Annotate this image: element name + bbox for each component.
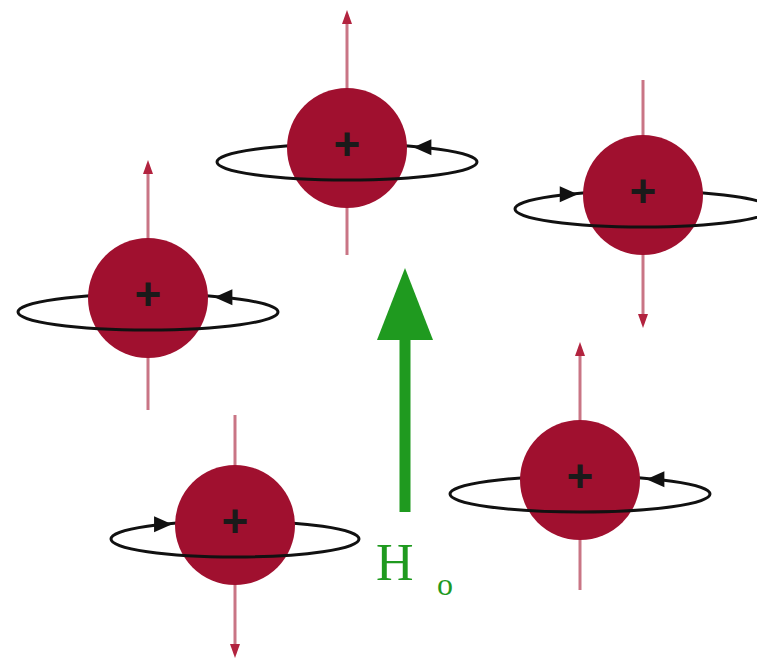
sphere [583,135,703,255]
charge-sign: + [222,498,249,544]
spin-axis [111,415,359,658]
spin-axis [217,10,477,255]
spin-axis [18,160,278,410]
sphere [88,238,208,358]
field-symbol: H [376,537,414,589]
proton-sphere: + [88,238,208,358]
spin-axis [515,80,757,328]
axis-head [143,160,153,174]
axis-head [575,342,585,356]
charge-sign: + [135,271,162,317]
spin-axis [450,342,710,590]
rotation-arrowhead [560,186,578,202]
axis-head [638,314,648,328]
proton-sphere: + [583,135,703,255]
field-arrow-head [377,268,433,340]
rotation-arrowhead [214,289,232,305]
sphere [520,420,640,540]
proton-sphere: + [287,88,407,208]
rotation-arrowhead [413,139,431,155]
sphere [287,88,407,208]
proton-sphere: + [175,465,295,585]
field-arrow-shaft [400,330,411,512]
axis-head [342,10,352,24]
axis-head [230,644,240,658]
charge-sign: + [630,168,657,214]
charge-sign: + [567,453,594,499]
sphere [175,465,295,585]
charge-sign: + [334,121,361,167]
rotation-arrowhead [154,516,172,532]
proton-sphere: + [520,420,640,540]
field-arrow [377,268,433,512]
rotation-arrowhead [646,471,664,487]
field-subscript: o [437,568,453,600]
